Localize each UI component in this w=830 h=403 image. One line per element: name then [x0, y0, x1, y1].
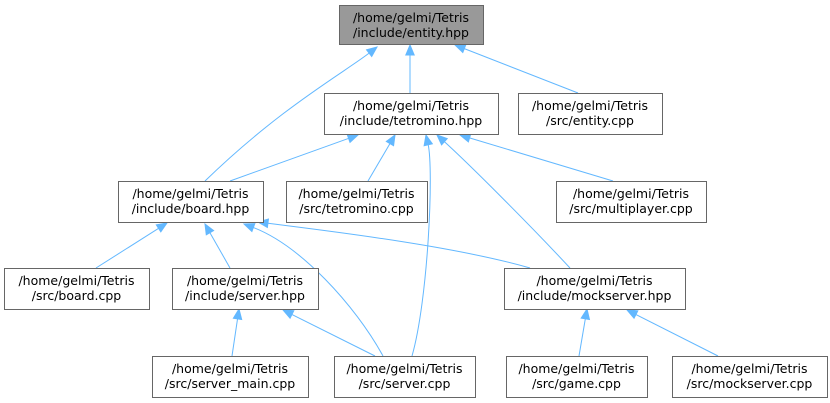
edge-line — [95, 227, 160, 269]
node-mockserver-cpp[interactable]: /home/gelmi/Tetris/src/mockserver.cpp — [672, 356, 828, 398]
node-box — [672, 356, 828, 398]
edge-line — [204, 52, 371, 182]
arrowhead — [436, 134, 449, 146]
node-label-dir: /home/gelmi/Tetris — [132, 186, 248, 201]
node-entity-hpp: /home/gelmi/Tetris/include/entity.hpp — [339, 5, 484, 45]
node-label-file: /include/server.hpp — [185, 288, 305, 303]
node-multiplayer-cpp[interactable]: /home/gelmi/Tetris/src/multiplayer.cpp — [556, 181, 707, 223]
edge-server-cpp-to-board-hpp — [242, 223, 384, 357]
node-label-dir: /home/gelmi/Tetris — [518, 361, 634, 376]
edge-server-main-cpp-to-server-hpp — [231, 307, 243, 357]
arrowhead — [155, 222, 169, 233]
edge-multiplayer-cpp-to-tetromino-hpp — [458, 133, 614, 182]
node-server-main-cpp[interactable]: /home/gelmi/Tetris/src/server_main.cpp — [152, 356, 309, 398]
node-box — [152, 356, 309, 398]
arrowhead — [458, 133, 472, 143]
node-label-file: /src/server.cpp — [359, 376, 451, 391]
edge-line — [231, 317, 239, 357]
node-tetromino-cpp[interactable]: /home/gelmi/Tetris/src/tetromino.cpp — [286, 181, 428, 223]
node-label-dir: /home/gelmi/Tetris — [346, 361, 462, 376]
edge-line — [463, 47, 579, 94]
node-server-hpp[interactable]: /home/gelmi/Tetris/include/server.hpp — [172, 268, 319, 310]
node-entity-cpp[interactable]: /home/gelmi/Tetris/src/entity.cpp — [518, 93, 663, 135]
node-label-file: /include/tetromino.hpp — [340, 113, 483, 128]
edge-server-hpp-to-board-hpp — [204, 222, 231, 269]
node-box — [339, 5, 484, 45]
node-label-dir: /home/gelmi/Tetris — [532, 98, 648, 113]
edge-mockserver-cpp-to-mockserver-hpp — [625, 309, 719, 357]
node-mockserver-hpp[interactable]: /home/gelmi/Tetris/include/mockserver.hp… — [504, 268, 686, 310]
edge-board-cpp-to-board-hpp — [95, 222, 169, 269]
edge-mockserver-hpp-to-tetromino-hpp — [436, 134, 571, 269]
node-label-file: /include/entity.hpp — [353, 25, 469, 40]
edge-tetromino-cpp-to-tetromino-hpp — [367, 133, 396, 182]
node-label-dir: /home/gelmi/Tetris — [353, 10, 469, 25]
arrowhead — [385, 133, 396, 147]
edge-line — [229, 137, 350, 182]
edge-game-cpp-to-mockserver-hpp — [578, 307, 591, 357]
arrowhead — [232, 307, 243, 321]
node-tetromino-hpp[interactable]: /home/gelmi/Tetris/include/tetromino.hpp — [324, 93, 499, 135]
edge-line — [468, 137, 614, 182]
edge-line — [266, 222, 531, 269]
node-box — [334, 356, 476, 398]
arrowhead — [580, 307, 591, 321]
arrowhead — [242, 223, 256, 233]
node-label-file: /src/board.cpp — [32, 288, 122, 303]
nodes: /home/gelmi/Tetris/include/entity.hpp/ho… — [4, 5, 828, 398]
node-label-file: /src/game.cpp — [532, 376, 621, 391]
node-box — [118, 181, 264, 223]
arrowhead — [281, 309, 295, 320]
edge-server-cpp-to-tetromino-hpp — [411, 133, 434, 357]
node-box — [286, 181, 428, 223]
node-box — [556, 181, 707, 223]
node-label-dir: /home/gelmi/Tetris — [691, 361, 807, 376]
node-game-cpp[interactable]: /home/gelmi/Tetris/src/game.cpp — [506, 356, 648, 398]
node-label-file: /src/multiplayer.cpp — [569, 201, 693, 216]
node-box — [504, 268, 686, 310]
node-label-dir: /home/gelmi/Tetris — [18, 273, 134, 288]
edge-entity-cpp-to-entity-hpp — [453, 44, 579, 94]
edge-board-hpp-to-entity-hpp — [204, 46, 379, 182]
node-box — [172, 268, 319, 310]
edge-tetromino-hpp-to-entity-hpp — [405, 43, 415, 93]
arrowhead — [423, 133, 434, 147]
node-board-cpp[interactable]: /home/gelmi/Tetris/src/board.cpp — [4, 268, 150, 310]
node-label-file: /src/entity.cpp — [546, 113, 634, 128]
edge-line — [290, 313, 376, 357]
node-label-dir: /home/gelmi/Tetris — [187, 273, 303, 288]
node-label-file: /include/board.hpp — [132, 201, 250, 216]
node-label-file: /src/server_main.cpp — [165, 376, 296, 391]
edge-mockserver-hpp-to-board-hpp — [256, 218, 531, 269]
arrowhead — [346, 133, 360, 144]
arrowhead — [453, 44, 467, 54]
arrowhead — [405, 43, 415, 56]
node-label-file: /include/mockserver.hpp — [518, 288, 672, 303]
node-box — [324, 93, 499, 135]
node-label-dir: /home/gelmi/Tetris — [298, 186, 414, 201]
edge-line — [252, 226, 384, 357]
node-board-hpp[interactable]: /home/gelmi/Tetris/include/board.hpp — [118, 181, 264, 223]
node-label-file: /src/mockserver.cpp — [687, 376, 813, 391]
node-label-dir: /home/gelmi/Tetris — [536, 273, 652, 288]
edge-line — [443, 140, 571, 269]
node-label-dir: /home/gelmi/Tetris — [573, 186, 689, 201]
edge-line — [367, 142, 391, 182]
edge-line — [209, 231, 231, 269]
node-box — [4, 268, 150, 310]
edge-line — [411, 143, 431, 357]
node-box — [506, 356, 648, 398]
edge-line — [578, 317, 586, 357]
node-label-dir: /home/gelmi/Tetris — [353, 98, 469, 113]
node-server-cpp[interactable]: /home/gelmi/Tetris/src/server.cpp — [334, 356, 476, 398]
edge-line — [634, 313, 719, 357]
arrowhead — [204, 222, 215, 236]
arrowhead — [625, 309, 639, 320]
node-box — [518, 93, 663, 135]
arrowhead — [365, 46, 379, 58]
edge-server-cpp-to-server-hpp — [281, 309, 376, 357]
node-label-file: /src/tetromino.cpp — [299, 201, 413, 216]
node-label-dir: /home/gelmi/Tetris — [172, 361, 288, 376]
